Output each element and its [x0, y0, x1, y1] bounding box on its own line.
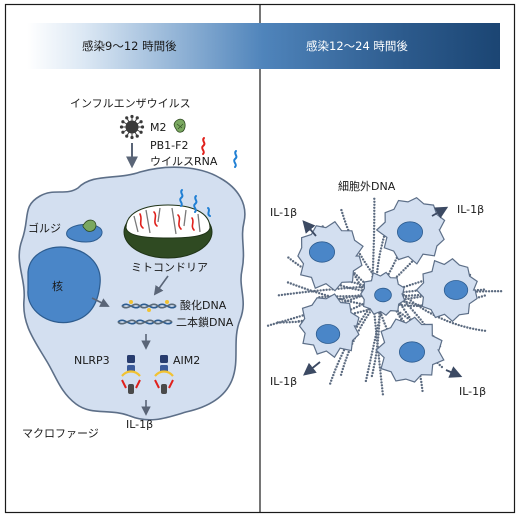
rna-squiggle-2 [193, 195, 198, 213]
mitochondria-label: ミトコンドリア [131, 261, 208, 274]
golgi-organelle [66, 219, 103, 243]
rna-squiggle-3 [207, 207, 211, 217]
mito-to-dna-arrow [153, 275, 169, 296]
il1b-label-bottom-right: IL-1β [459, 385, 487, 398]
oxidized-dna-helix [121, 300, 177, 312]
il1b-label-top-right: IL-1β [457, 203, 485, 216]
nlrp3-inflammasome [121, 355, 141, 394]
extracellular-dna-label: 細胞外DNA [338, 180, 396, 193]
phase-late-label: 感染12〜24 時間後 [306, 39, 408, 53]
aim2-label: AIM2 [173, 354, 201, 367]
aim2-inflammasome [154, 355, 174, 394]
virus-label: インフルエンザウイルス [70, 97, 191, 110]
m2-label: M2 [150, 121, 167, 134]
viral-rna-icon [233, 150, 238, 168]
nucleus-label: 核 [52, 280, 63, 293]
oxidized-dna-label: 酸化DNA [180, 299, 227, 312]
netotic-cell-cluster [297, 196, 478, 383]
macrophage-label: マクロファージ [22, 427, 99, 440]
dsdna-helix [117, 319, 173, 325]
dsdna-label: 二本鎖DNA [176, 316, 234, 329]
pb1f2-label: PB1-F2 [150, 139, 189, 152]
golgi-label: ゴルジ [28, 222, 61, 235]
m2-icon [173, 118, 186, 133]
pb1f2-icon [201, 137, 206, 155]
phase-early-label: 感染9〜12 時間後 [82, 39, 177, 53]
nucleus-to-dna-arrow [91, 297, 110, 307]
il1b-arrow-top-left [302, 220, 317, 237]
timeline-bar [27, 23, 500, 69]
il1b-label-top-left: IL-1β [270, 206, 298, 219]
il1b-arrow-bottom-right [445, 366, 463, 378]
il1b-label-bottom-left: IL-1β [270, 375, 298, 388]
il1b-arrow-bottom-left [303, 361, 321, 376]
viral-rna-label: ウイルスRNA [150, 155, 218, 168]
il1b-arrow-top-right [431, 206, 449, 219]
virus-icon [119, 114, 145, 140]
rna-squiggle-1 [179, 189, 184, 207]
nlrp3-label: NLRP3 [74, 354, 110, 367]
mitochondrion-organelle [123, 204, 213, 259]
il1b-output-label: IL-1β [126, 418, 154, 431]
nucleus-organelle [27, 246, 101, 324]
